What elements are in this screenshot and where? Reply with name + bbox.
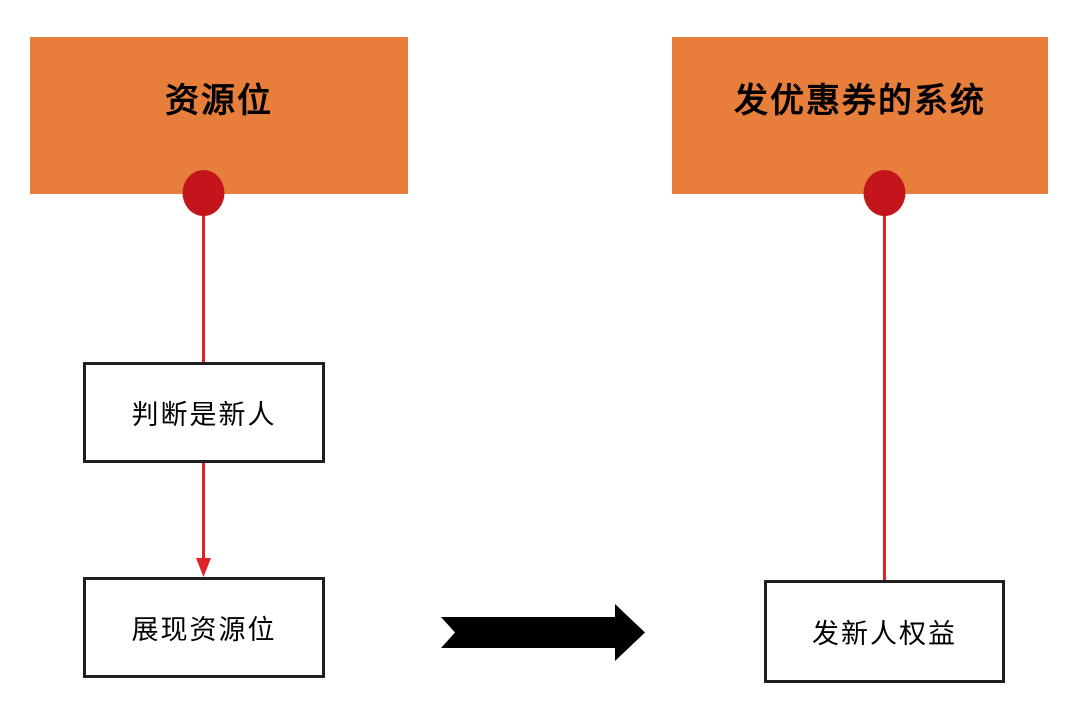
- step-box-grant-new-user-benefit: 发新人权益: [764, 580, 1005, 683]
- step-label-check-new-user: 判断是新人: [131, 400, 277, 430]
- step-box-show-resource-slot: 展现资源位: [83, 577, 325, 678]
- step-box-check-new-user: 判断是新人: [83, 362, 325, 463]
- actor-box-resource-slot: 资源位: [30, 37, 408, 194]
- actor-label-coupon-system: 发优惠券的系统: [734, 83, 986, 120]
- actor-box-coupon-system: 发优惠券的系统: [672, 37, 1048, 194]
- step-label-show-resource-slot: 展现资源位: [131, 615, 277, 645]
- actor-label-resource-slot: 资源位: [165, 83, 273, 120]
- step-label-grant-new-user-benefit: 发新人权益: [812, 619, 957, 649]
- transfer-arrow-right-icon: [441, 604, 645, 661]
- down-arrowhead-icon: [196, 558, 211, 577]
